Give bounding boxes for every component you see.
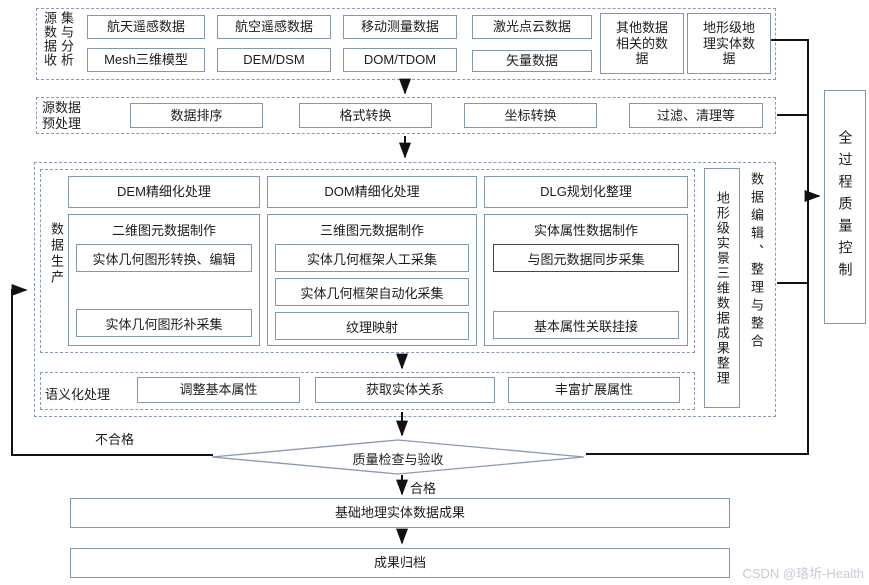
production-group-3d: 三维图元数据制作 实体几何框架人工采集 实体几何框架自动化采集 纹理映射 xyxy=(267,214,477,346)
production-step: DOM精细化处理 xyxy=(267,176,477,208)
preprocess-step: 坐标转换 xyxy=(464,103,597,128)
source-box: Mesh三维模型 xyxy=(87,48,205,72)
production-label: 数据生产 xyxy=(49,222,64,286)
preprocess-step: 过滤、清理等 xyxy=(629,103,763,128)
edit-label: 数据编辑、整理与整合 xyxy=(749,172,764,352)
pass-label: 合格 xyxy=(410,481,437,496)
production-group-2d: 二维图元数据制作 实体几何图形转换、编辑 实体几何图形补采集 xyxy=(68,214,260,346)
production-group-attr: 实体属性数据制作 与图元数据同步采集 基本属性关联挂接 xyxy=(484,214,688,346)
semantic-step: 获取实体关系 xyxy=(315,377,495,403)
preprocess-label: 源数据预处理 xyxy=(42,100,82,131)
production-substep: 纹理映射 xyxy=(275,312,469,340)
archive-box: 成果归档 xyxy=(70,548,730,578)
source-box: 激光点云数据 xyxy=(472,15,592,39)
terrain-result-box: 地形级实景三维数据成果整理 xyxy=(704,168,740,408)
source-box: 移动测量数据 xyxy=(343,15,457,39)
qc-label: 全过程质量控制 xyxy=(837,130,854,284)
preprocess-step: 数据排序 xyxy=(130,103,263,128)
semantic-step: 丰富扩展属性 xyxy=(508,377,680,403)
production-substep: 实体几何框架自动化采集 xyxy=(275,278,469,306)
collect-label: 源数据收集与分析 xyxy=(42,11,74,67)
source-box: 航空遥感数据 xyxy=(217,15,331,39)
semantic-step: 调整基本属性 xyxy=(137,377,300,403)
fail-label: 不合格 xyxy=(95,432,135,447)
source-box: DOM/TDOM xyxy=(343,48,457,72)
source-box: DEM/DSM xyxy=(217,48,331,72)
group-title: 三维图元数据制作 xyxy=(319,223,424,238)
group-title: 实体属性数据制作 xyxy=(533,223,638,238)
production-step: DEM精细化处理 xyxy=(68,176,260,208)
production-substep: 实体几何框架人工采集 xyxy=(275,244,469,272)
terrain-result-label: 地形级实景三维数据成果整理 xyxy=(714,190,730,386)
production-substep: 实体几何图形转换、编辑 xyxy=(76,244,252,272)
result-box: 基础地理实体数据成果 xyxy=(70,498,730,528)
source-box-terrain-entity: 地形级地理实体数据 xyxy=(687,13,771,74)
qc-box: 全过程质量控制 xyxy=(824,90,866,324)
production-substep-highlight: 与图元数据同步采集 xyxy=(493,244,679,272)
source-box: 矢量数据 xyxy=(472,50,592,72)
watermark: CSDN @珞圻-Health xyxy=(742,566,864,581)
source-box: 航天遥感数据 xyxy=(87,15,205,39)
group-title: 二维图元数据制作 xyxy=(111,223,216,238)
preprocess-step: 格式转换 xyxy=(299,103,432,128)
source-box-other: 其他数据相关的数据 xyxy=(600,13,684,74)
production-step: DLG规划化整理 xyxy=(484,176,688,208)
semantic-label: 语义化处理 xyxy=(45,387,111,402)
production-substep: 实体几何图形补采集 xyxy=(76,309,252,337)
production-substep: 基本属性关联挂接 xyxy=(493,311,679,339)
decision-label: 质量检查与验收 xyxy=(352,452,444,467)
